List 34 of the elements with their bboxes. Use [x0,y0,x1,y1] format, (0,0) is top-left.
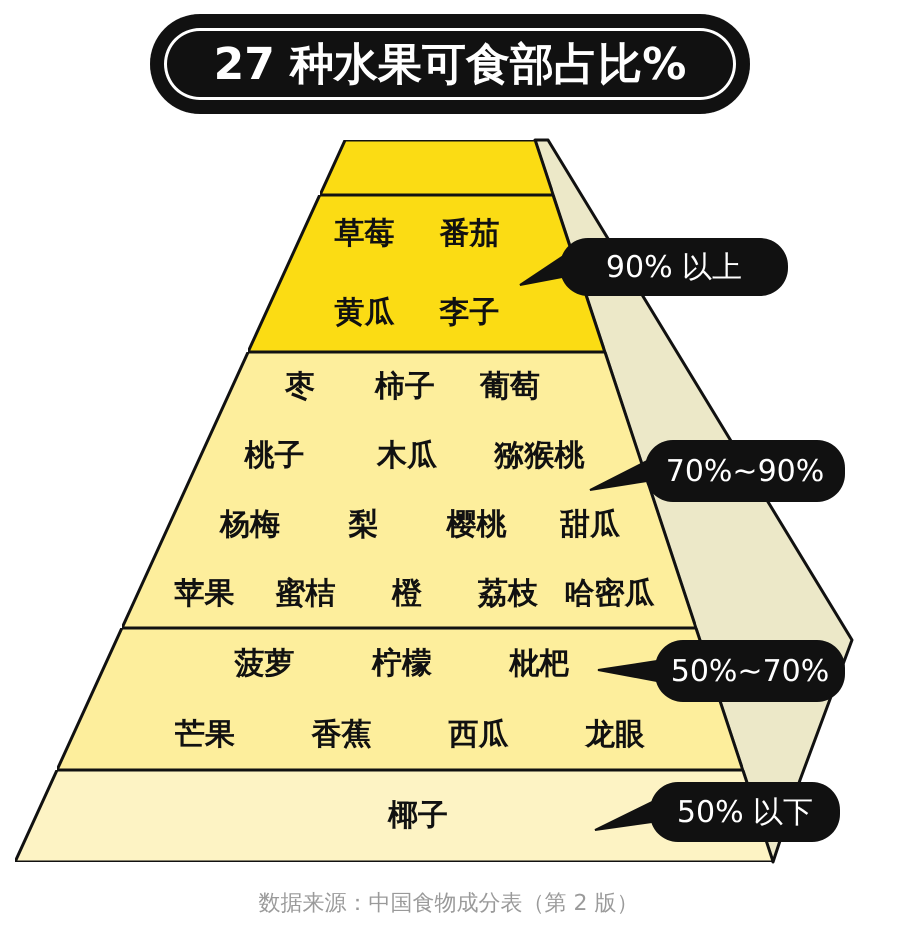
fruit-name: 橙 [392,578,422,608]
speech-bubble-tail [519,255,563,286]
fruit-name: 柿子 [374,372,435,402]
fruit-name: 荔枝 [478,578,538,608]
title-banner: 27 种水果可食部占比% [150,14,750,114]
fruit-name: 番茄 [439,219,500,250]
fruit-name: 猕猴桃 [494,440,584,470]
fruit-name: 李子 [439,298,500,328]
fruit-name: 龙眼 [584,720,645,750]
fruit-name: 枣 [284,372,315,402]
source-caption: 数据来源：中国食物成分表（第 2 版） [258,890,640,918]
fruit-name: 桃子 [244,440,304,470]
fruit-name: 柠檬 [372,648,432,678]
fruit-name: 菠萝 [234,648,294,678]
fruit-name: 芒果 [174,720,235,750]
fruit-name: 香蕉 [312,720,372,750]
fruit-name: 苹果 [174,578,234,608]
fruit-name: 葡萄 [480,372,540,402]
fruit-name: 梨 [348,510,378,540]
fruit-name: 椰子 [388,801,448,831]
fruit-name: 甜瓜 [560,510,620,540]
fruit-name: 樱桃 [446,510,507,540]
fruit-name: 木瓜 [376,440,437,470]
fruit-name: 黄瓜 [334,298,394,328]
fruit-name: 西瓜 [448,720,508,750]
fruit-name: 草莓 [334,219,394,250]
fruit-name: 哈密瓜 [564,578,654,608]
fruit-name: 蜜桔 [276,578,336,608]
speech-bubble-tail [594,800,653,831]
speech-bubble-tail [589,459,648,491]
speech-bubble-tail [597,660,658,682]
fruit-name: 枇杷 [509,648,570,678]
percentage-bubble: 50%~70% [655,640,845,702]
fruit-name: 杨梅 [220,510,280,540]
